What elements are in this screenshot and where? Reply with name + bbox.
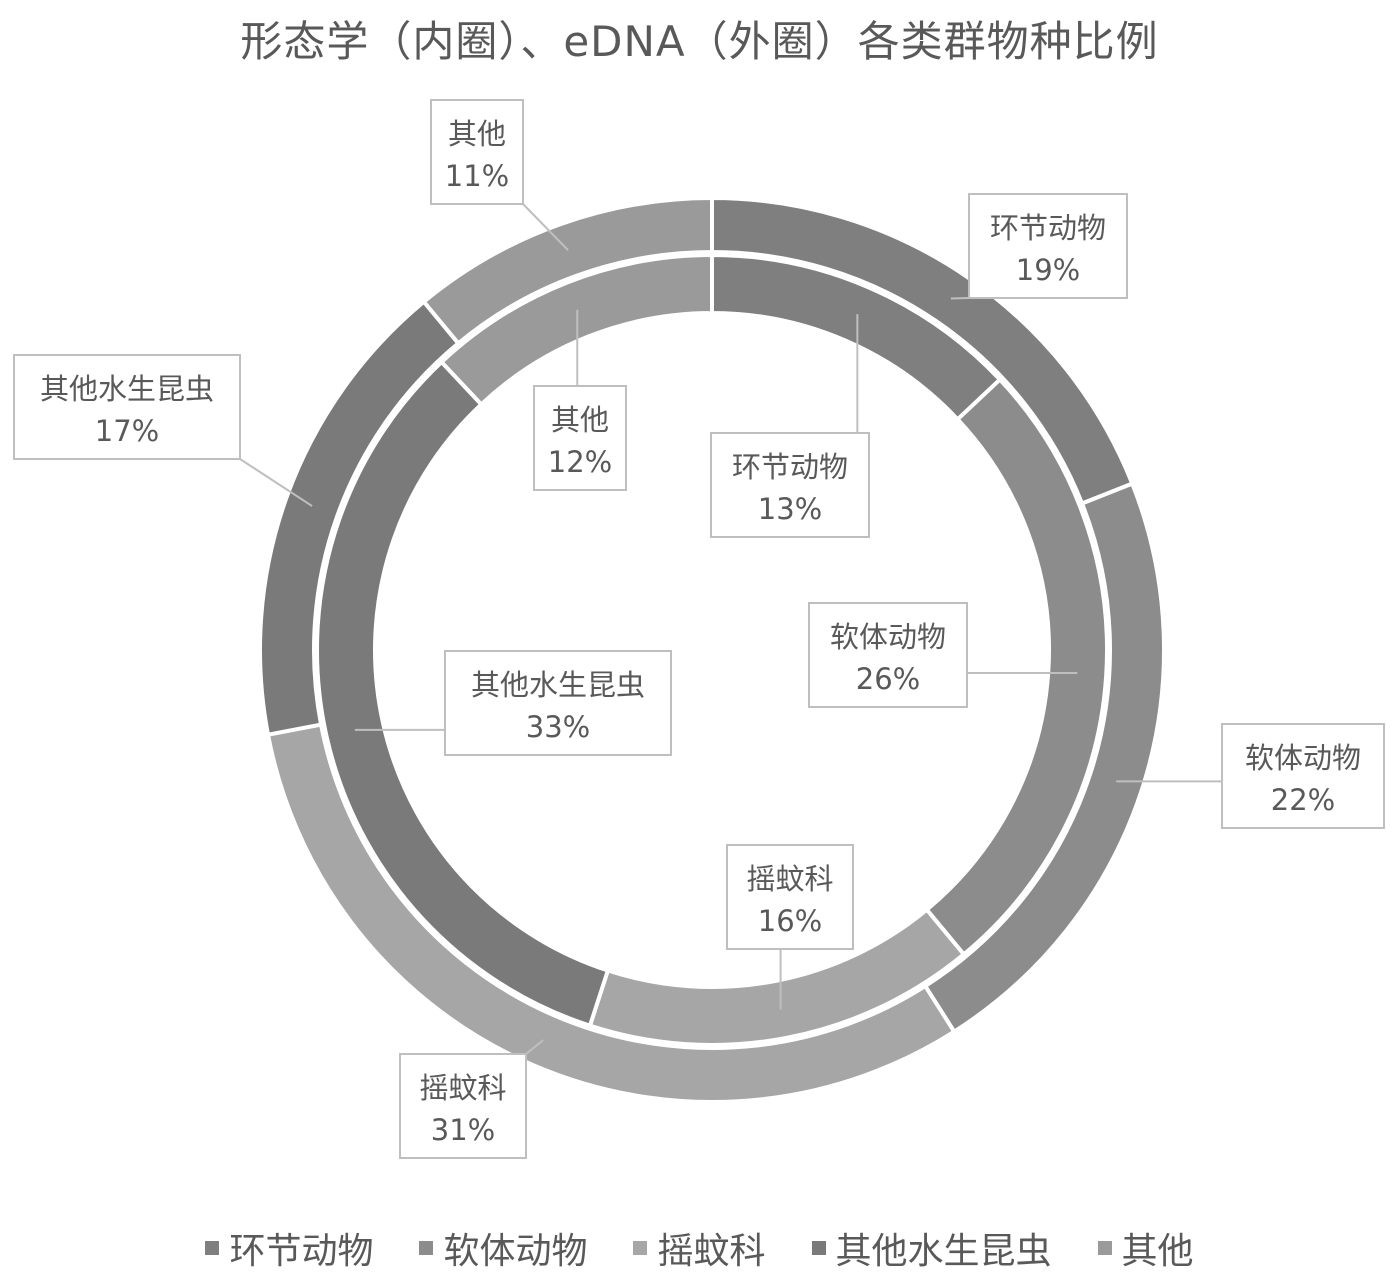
- legend-swatch: [419, 1241, 434, 1255]
- data-label-category: 其他: [551, 403, 609, 437]
- data-label-category: 其他水生昆虫: [40, 372, 214, 406]
- data-label-category: 其他: [448, 117, 506, 151]
- legend-label: 摇蚊科: [657, 1231, 766, 1272]
- data-label-category: 摇蚊科: [419, 1071, 506, 1105]
- data-label-category: 摇蚊科: [746, 862, 833, 896]
- legend-item: 软体动物: [419, 1222, 587, 1274]
- data-label-box: [430, 99, 524, 205]
- legend-label: 其他水生昆虫: [835, 1231, 1052, 1272]
- data-label-percent: 19%: [1016, 253, 1080, 287]
- data-label-box: [968, 193, 1128, 299]
- data-label-box: [726, 844, 854, 950]
- leader-line: [522, 203, 569, 251]
- chart-title: 形态学（内圈）、eDNA（外圈）各类群物种比例: [240, 17, 1159, 66]
- data-label-percent: 11%: [445, 159, 509, 193]
- legend-label: 软体动物: [443, 1231, 588, 1272]
- legend-label: 其他: [1121, 1231, 1194, 1272]
- data-label-category: 软体动物: [830, 620, 946, 654]
- data-label-percent: 16%: [758, 904, 822, 938]
- data-label-percent: 22%: [1271, 783, 1335, 817]
- data-label-percent: 31%: [431, 1113, 495, 1147]
- leader-line: [525, 1039, 544, 1055]
- data-label-category: 其他水生昆虫: [471, 668, 645, 702]
- data-label-box: [444, 650, 672, 756]
- data-label-percent: 33%: [526, 710, 590, 744]
- slice-outer-4: [421, 195, 714, 347]
- legend-swatch: [633, 1241, 648, 1255]
- legend-item: 环节动物: [205, 1222, 373, 1274]
- data-label-category: 环节动物: [990, 211, 1106, 245]
- data-label-percent: 13%: [758, 492, 822, 526]
- legend-label: 环节动物: [229, 1231, 374, 1272]
- data-label-percent: 26%: [856, 662, 920, 696]
- data-label-box: [1221, 723, 1385, 829]
- legend-swatch: [811, 1241, 826, 1255]
- legend-item: 摇蚊科: [633, 1222, 766, 1274]
- data-label-percent: 12%: [548, 445, 612, 479]
- data-label-box: [808, 602, 968, 708]
- data-label-box: [13, 354, 241, 460]
- data-label-box: [399, 1053, 527, 1159]
- legend: 环节动物 软体动物 摇蚊科 其他水生昆虫 其他: [0, 1222, 1399, 1274]
- legend-swatch: [1097, 1241, 1112, 1255]
- legend-item: 其他: [1097, 1222, 1194, 1274]
- data-label-box: [710, 432, 870, 538]
- legend-swatch: [205, 1241, 220, 1255]
- data-label-category: 软体动物: [1245, 741, 1361, 775]
- legend-item: 其他水生昆虫: [811, 1222, 1052, 1274]
- data-label-box: [533, 385, 627, 491]
- data-label-percent: 17%: [95, 414, 159, 448]
- leader-line: [239, 458, 313, 507]
- data-label-category: 环节动物: [732, 450, 848, 484]
